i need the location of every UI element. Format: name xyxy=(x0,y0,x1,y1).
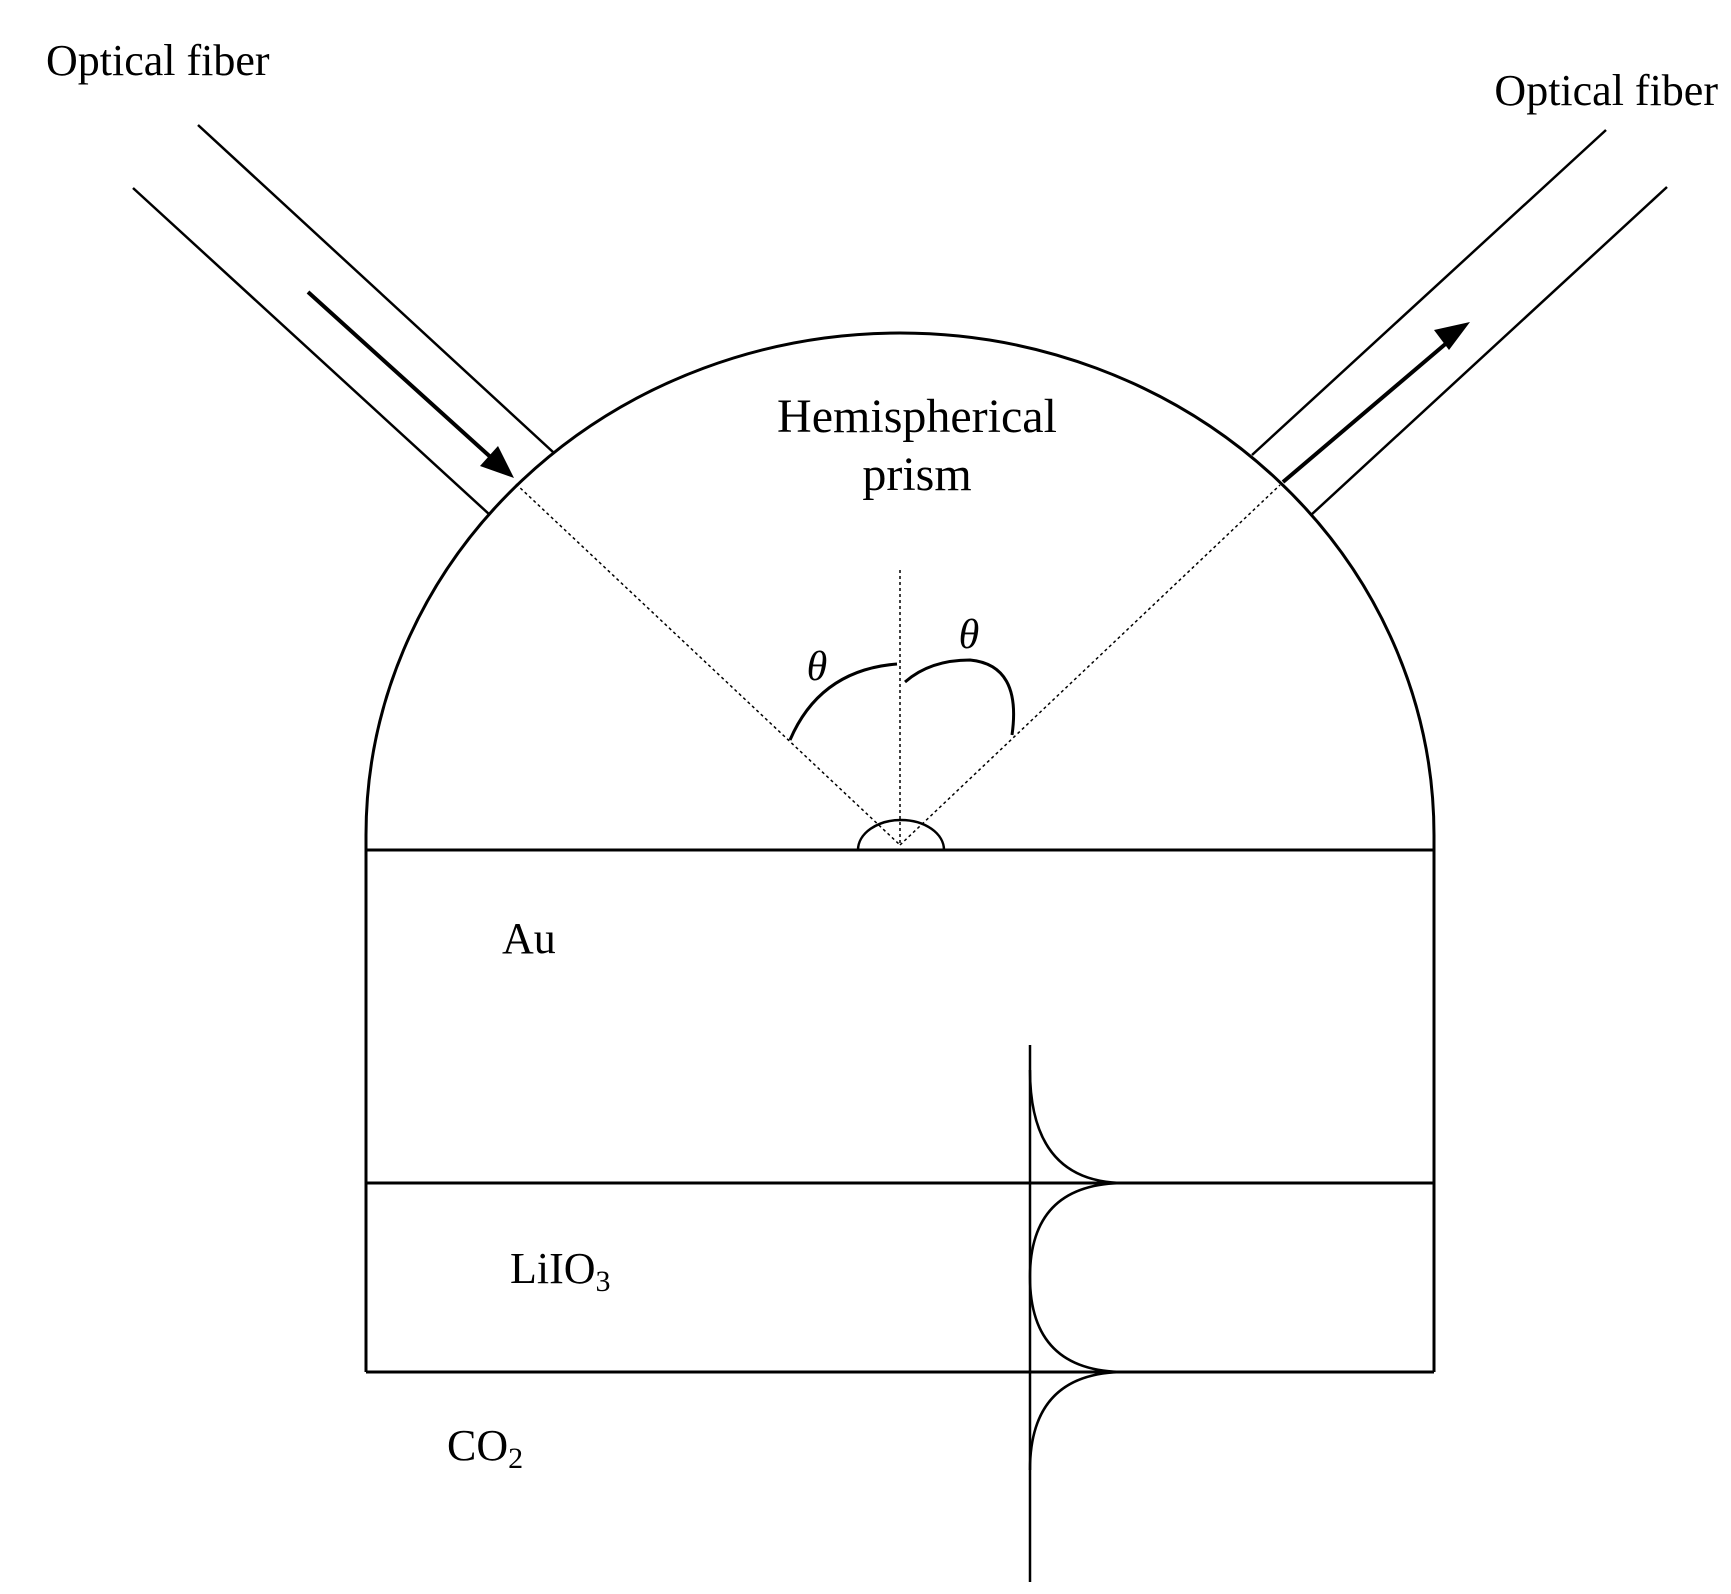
layer-label-au: Au xyxy=(502,914,556,963)
prism-label-line1: Hemispherical xyxy=(777,390,1057,443)
output-optical-fiber xyxy=(1251,129,1668,516)
theta-label-right: θ xyxy=(959,612,980,658)
fiber-label-right: Optical fiber xyxy=(1494,66,1718,115)
hemispherical-prism xyxy=(364,331,1436,850)
angle-arc-left xyxy=(788,662,898,741)
prism-label-line2: prism xyxy=(862,448,971,501)
theta-label-left: θ xyxy=(807,644,828,690)
output-light-arrow xyxy=(1281,322,1470,484)
incident-ray xyxy=(515,483,901,846)
input-optical-fiber xyxy=(132,124,554,516)
reflected-ray xyxy=(899,484,1281,846)
reflection-point-dome xyxy=(856,818,946,851)
input-light-arrow xyxy=(306,290,514,478)
fiber-label-left: Optical fiber xyxy=(46,36,270,85)
angle-arc-right xyxy=(904,658,1016,736)
layer-label-co2: CO2 xyxy=(447,1421,523,1475)
evanescent-field-profile xyxy=(1028,1045,1126,1582)
layer-label-liio3: LiIO3 xyxy=(510,1244,611,1298)
